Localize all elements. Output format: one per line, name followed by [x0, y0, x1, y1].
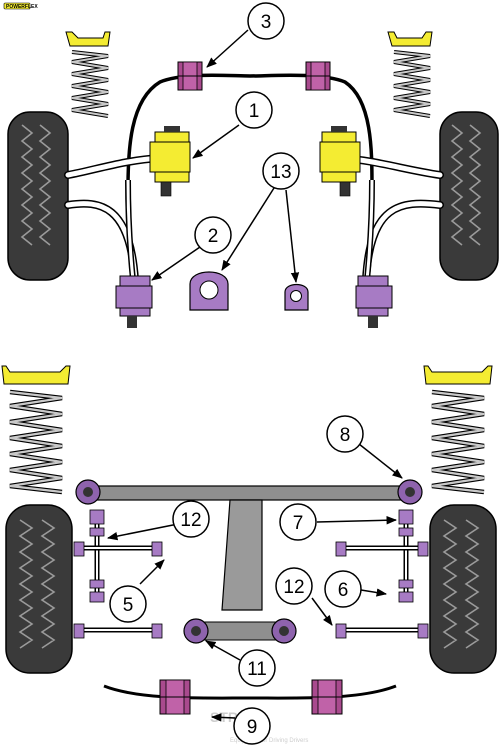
- brand-badge-text: POWERFLEX: [6, 4, 38, 10]
- bush-3-left: [177, 61, 203, 91]
- bush-9-right: [311, 679, 343, 715]
- front-left-tyre: [7, 111, 69, 281]
- callout-9-number: 9: [247, 717, 258, 738]
- bush-1-left: [149, 126, 191, 197]
- callout-11: 11: [238, 649, 276, 687]
- callout-8-number: 8: [340, 425, 351, 446]
- bush-1-right: [319, 126, 361, 197]
- callout-6: 6: [324, 570, 362, 608]
- front-left-control-arm: [64, 154, 164, 284]
- front-right-tyre: [439, 111, 499, 281]
- bush-8-right: [397, 479, 423, 505]
- watermark-tagline: Equipment for Driving Drivers: [230, 738, 308, 744]
- rear-suspension: STREET Equipment for Driving Drivers: [1, 365, 497, 744]
- rear-left-tyre: [5, 504, 73, 674]
- front-suspension: [7, 31, 499, 328]
- bush-11-link: [183, 618, 297, 644]
- callout-12a: 12: [172, 500, 210, 538]
- callout-1: 1: [235, 91, 273, 129]
- bush-8-left: [75, 479, 101, 505]
- callout-3: 3: [247, 2, 285, 40]
- callout-12b: 12: [275, 567, 313, 605]
- rear-anti-roll-bar: [103, 684, 397, 700]
- front-right-control-arm: [336, 154, 444, 284]
- front-left-spring: [65, 31, 111, 118]
- callout-2-number: 2: [208, 226, 219, 247]
- callout-5: 5: [109, 585, 147, 623]
- brand-badge: POWERFLEX: [3, 2, 38, 10]
- callout-2: 2: [194, 216, 232, 254]
- callout-13-number: 13: [270, 162, 291, 183]
- bush-13-small: [284, 283, 309, 311]
- callout-3-number: 3: [261, 12, 272, 33]
- front-right-spring: [387, 31, 433, 118]
- callout-9: 9: [233, 707, 271, 745]
- callout-1-number: 1: [249, 101, 260, 122]
- callout-12b-number: 12: [283, 577, 304, 598]
- bush-2-left: [115, 275, 153, 328]
- rear-left-links: [73, 509, 163, 639]
- callout-5-number: 5: [123, 595, 134, 616]
- callout-12a-number: 12: [180, 510, 201, 531]
- rear-right-tyre: [429, 504, 497, 674]
- rear-left-spring: [1, 365, 71, 495]
- callout-8: 8: [326, 415, 364, 453]
- bush-2-right: [355, 275, 393, 328]
- callout-7: 7: [279, 503, 317, 541]
- callout-6-number: 6: [338, 580, 349, 601]
- bush-13-large: [189, 271, 229, 311]
- callout-leaders: [106, 29, 403, 722]
- callouts: 3 1 13 2 8 12 7 12: [109, 2, 364, 745]
- callout-11-number: 11: [247, 659, 267, 680]
- callout-13: 13: [262, 152, 300, 190]
- front-anti-roll-bar: [126, 73, 374, 189]
- bush-9-left: [159, 679, 191, 715]
- bush-3-right: [305, 61, 331, 91]
- callout-7-number: 7: [293, 513, 304, 534]
- rear-right-links: [335, 509, 429, 639]
- rear-right-spring: [423, 365, 493, 495]
